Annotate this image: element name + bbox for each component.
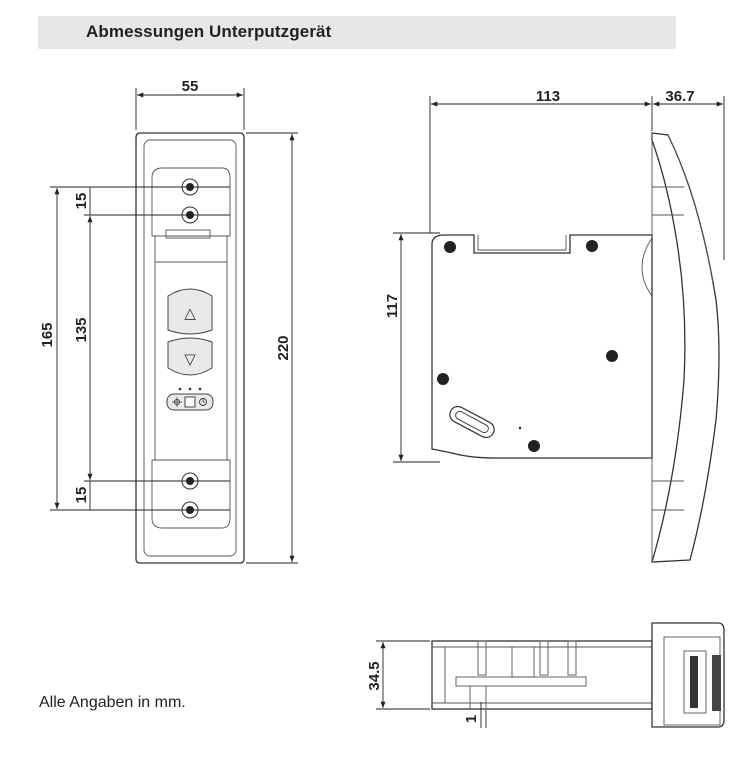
page-title: Abmessungen Unterputzgerät — [86, 22, 332, 41]
down-key — [167, 337, 213, 376]
down-key-symbol: ▽ — [184, 350, 196, 368]
side-hole-1 — [444, 241, 456, 253]
dim-width: 55 — [182, 78, 199, 95]
bottom-clip — [712, 655, 721, 711]
side-hole-5 — [528, 440, 540, 452]
side-front-cover — [651, 132, 720, 563]
latch-slot — [165, 229, 211, 239]
dim-bottom-pitch: 15 — [73, 487, 90, 504]
up-key-symbol: △ — [184, 304, 196, 322]
slotted-hole — [449, 405, 495, 439]
dim-height-total: 220 — [275, 335, 292, 360]
dim-front: 36.7 — [665, 88, 694, 105]
dim-offset: 1 — [463, 715, 480, 723]
side-hole-2 — [586, 240, 598, 252]
body-arc — [641, 237, 653, 297]
side-view: 113 36.7 117 — [384, 88, 725, 563]
title-bar: Abmessungen Unterputzgerät — [38, 16, 676, 49]
cover-edge — [667, 134, 715, 291]
front-plate-inner — [143, 139, 237, 557]
side-hole-3 — [606, 350, 618, 362]
dim-top-pitch: 15 — [73, 193, 90, 210]
dim-height-bottom: 34.5 — [366, 661, 383, 690]
body-slot — [477, 235, 567, 251]
keypad: △ ▽ — [166, 288, 214, 411]
clock-icon — [199, 398, 207, 406]
up-key — [167, 288, 213, 335]
bottom-connector — [690, 656, 698, 708]
sun-icon — [172, 397, 182, 407]
units-note: Alle Angaben in mm. — [39, 694, 186, 711]
side-body — [431, 234, 653, 459]
upper-block — [151, 167, 231, 237]
dim-inner-hole: 135 — [73, 317, 90, 342]
dim-outer-hole: 165 — [39, 322, 56, 347]
bottom-view: 34.5 1 — [366, 622, 725, 728]
side-hole-4 — [437, 373, 449, 385]
dim-height-side: 117 — [384, 294, 401, 318]
lower-block — [151, 459, 231, 529]
dim-depth: 113 — [536, 88, 560, 105]
switch-slider — [184, 396, 196, 408]
front-view: △ ▽ 55 — [39, 78, 298, 564]
